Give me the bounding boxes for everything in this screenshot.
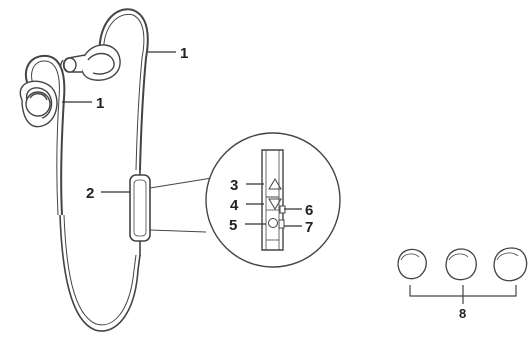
callout-indicator: 6 bbox=[305, 202, 313, 219]
earbud-left bbox=[20, 81, 57, 126]
earphones bbox=[20, 9, 150, 331]
charging-port bbox=[279, 220, 284, 228]
earbud-right bbox=[61, 45, 120, 80]
cable bbox=[60, 170, 140, 331]
ear-tips bbox=[398, 248, 527, 304]
control-unit bbox=[130, 175, 150, 241]
callout-charging-port: 7 bbox=[305, 219, 313, 236]
ear-tip-medium bbox=[446, 249, 476, 280]
zoom-line-top bbox=[150, 178, 212, 188]
callout-multifunction: 5 bbox=[229, 217, 237, 234]
ear-hook-right bbox=[99, 9, 147, 170]
callout-hook-left: 1 bbox=[96, 95, 104, 112]
callout-volume-up: 3 bbox=[230, 177, 238, 194]
ear-tips-bracket bbox=[410, 285, 516, 304]
ear-tip-small bbox=[398, 249, 426, 278]
callout-control-unit: 2 bbox=[86, 185, 94, 202]
ear-tip-large bbox=[494, 248, 527, 281]
callout-ear-tips: 8 bbox=[459, 306, 466, 321]
callout-volume-down: 4 bbox=[230, 197, 239, 214]
zoom-line-bottom bbox=[150, 230, 206, 232]
callout-hook-right: 1 bbox=[180, 45, 188, 62]
ear-hook-left bbox=[26, 56, 64, 215]
magnified-control bbox=[150, 133, 340, 267]
